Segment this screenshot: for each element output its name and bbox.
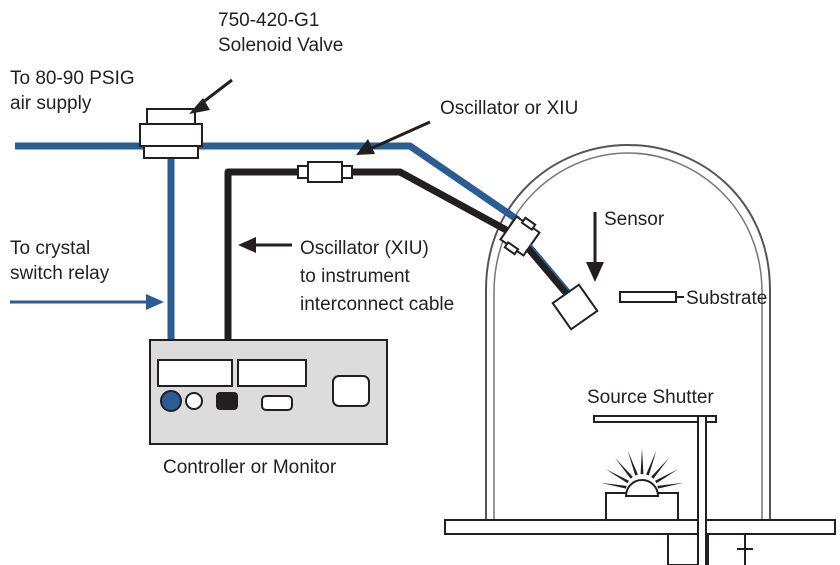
oscillator-arrow-shaft (371, 120, 431, 150)
evaporation-ray (655, 469, 679, 484)
source-shutter-label: Source Shutter (587, 387, 714, 408)
evaporation-ray (615, 457, 633, 479)
sensor-arrow-head (586, 262, 604, 282)
relay-port (185, 392, 203, 410)
valve-label-1: 750-420-G1 (218, 10, 319, 31)
display-window (332, 375, 370, 407)
cable-arrow-head (238, 237, 256, 253)
cable-label-1: Oscillator (XIU) (300, 238, 429, 259)
oscillator-label: Oscillator or XIU (440, 98, 578, 119)
sensor-feedthrough (499, 215, 541, 257)
oscillator-arrow-head (356, 139, 375, 155)
air-supply-label-1: To 80-90 PSIG (10, 68, 135, 89)
relay-label-2: switch relay (10, 263, 110, 284)
controller-label: Controller or Monitor (163, 457, 337, 478)
sensor-cable (350, 168, 512, 236)
cable-label-3: interconnect cable (300, 294, 454, 315)
evaporation-rays (600, 448, 684, 489)
shutter-shaft (697, 415, 707, 565)
solenoid-valve (139, 108, 203, 159)
substrate (619, 291, 677, 303)
shutter-blade (593, 415, 717, 423)
aux-port (261, 395, 293, 411)
bell-jar (485, 143, 771, 520)
sensor-label: Sensor (604, 209, 665, 230)
evaporation-ray (605, 469, 629, 484)
controller-panel-right (237, 359, 307, 387)
sensor-arm-inner (529, 243, 575, 297)
oscillator-plug-right (341, 165, 353, 179)
evaporation-ray (646, 450, 657, 476)
air-port (160, 390, 182, 412)
air-supply-line (15, 142, 520, 223)
oscillator-body (307, 161, 343, 183)
evaporation-ray (600, 482, 627, 489)
base-plate (444, 519, 836, 535)
oscillator-plug-left (297, 165, 309, 179)
air-supply-label-2: air supply (10, 93, 92, 114)
sensor-arm (525, 245, 575, 303)
relay-arrow-head (146, 294, 164, 310)
cable-label-2: to instrument (300, 266, 411, 287)
substrate-label: Substrate (686, 288, 767, 309)
source-boat (605, 492, 679, 521)
oscillator-cable (224, 168, 300, 405)
valve-label-2: Solenoid Valve (218, 35, 343, 56)
source-dome (624, 479, 660, 497)
relay-label-1: To crystal (10, 238, 90, 259)
valve-arrow-head (189, 98, 210, 114)
evaporation-ray (657, 482, 684, 489)
evaporation-ray (627, 450, 638, 476)
sensor-port (216, 392, 238, 410)
sensor-head (551, 283, 599, 331)
evaporation-ray (640, 448, 644, 475)
evaporation-ray (651, 457, 669, 479)
controller-panel-left (157, 359, 233, 387)
